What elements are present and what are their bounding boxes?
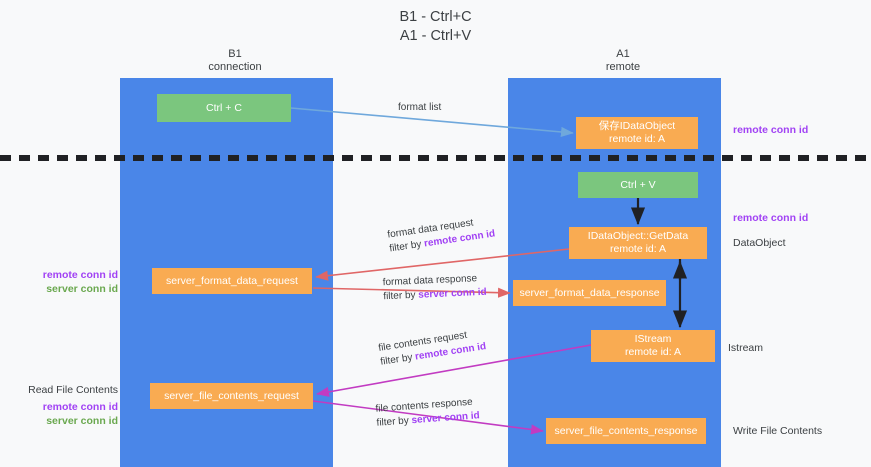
node-ctrl-v[interactable]: Ctrl + V [578, 172, 698, 198]
node-server-file-contents-response[interactable]: server_file_contents_response [546, 418, 706, 444]
node-idataobject-getdata-remote-id: remote id: A [609, 243, 667, 255]
column-header-a1-subtitle: remote [605, 61, 641, 73]
node-istream-label: IStream [634, 333, 672, 345]
annotation-right-write-file-contents: Write File Contents [733, 425, 823, 437]
annotation-read-remote-conn-id: remote conn id [42, 401, 118, 413]
arrow-format-data-response [312, 287, 511, 298]
node-server-format-data-response-label: server_format_data_response [519, 286, 660, 299]
annotation-right-istream: Istream [728, 342, 764, 354]
node-save-idataobject[interactable]: 保存IDataObject remote id: A [576, 117, 698, 149]
node-idataobject-getdata[interactable]: IDataObject::GetData remote id: A [569, 227, 707, 259]
filter-by-accent: server conn id [418, 286, 487, 301]
node-ctrl-v-label: Ctrl + V [620, 178, 656, 191]
column-header-b1: B1 connection [120, 48, 350, 74]
annotation-left-remote-conn-id: remote conn id [42, 269, 118, 281]
annotation-left-server-conn-id: server conn id [46, 283, 118, 295]
page-title: B1 - Ctrl+C A1 - Ctrl+V [0, 8, 871, 46]
filter-by-accent: server conn id [411, 410, 481, 427]
node-server-file-contents-request-label: server_file_contents_request [164, 389, 299, 402]
column-header-a1: A1 remote [508, 48, 738, 74]
annotation-read-server-conn-id: server conn id [46, 415, 118, 427]
node-ctrl-c[interactable]: Ctrl + C [157, 94, 291, 122]
annotation-left-conn-ids: remote conn id server conn id [22, 268, 118, 296]
filter-by-prefix: filter by [388, 238, 425, 255]
node-save-idataobject-remote-id: remote id: A [608, 133, 666, 145]
node-istream[interactable]: IStream remote id: A [591, 330, 715, 362]
annotation-right-remote-conn-id-mid: remote conn id [733, 212, 809, 224]
edge-label-format-list-text: format list [398, 102, 442, 113]
arrow-format-data-request [315, 248, 570, 281]
node-server-format-data-request[interactable]: server_format_data_request [152, 268, 312, 294]
filter-by-prefix: filter by [376, 415, 412, 429]
node-server-file-contents-request[interactable]: server_file_contents_request [150, 383, 313, 409]
annotation-read-file-contents-heading: Read File Contents [28, 384, 118, 396]
node-istream-remote-id: remote id: A [624, 346, 682, 358]
node-server-format-data-request-label: server_format_data_request [166, 274, 298, 287]
arrow-format-list [290, 107, 574, 138]
filter-by-prefix: filter by [383, 289, 419, 303]
title-line-2: A1 - Ctrl+V [399, 28, 472, 44]
filter-by-prefix: filter by [379, 351, 416, 368]
node-server-file-contents-response-label: server_file_contents_response [554, 424, 698, 437]
annotation-right-dataobject: DataObject [733, 237, 786, 249]
edge-label-format-list: format list [398, 101, 441, 115]
annotation-right-remote-conn-id-top: remote conn id [733, 124, 809, 136]
edge-label-format-data-response: format data response filter by server co… [382, 272, 486, 304]
node-idataobject-getdata-label: IDataObject::GetData [587, 230, 689, 242]
column-header-b1-subtitle: connection [208, 61, 262, 73]
arrow-file-contents-response [312, 400, 544, 435]
node-server-format-data-response[interactable]: server_format_data_response [513, 280, 666, 306]
annotation-read-file-contents: Read File Contents remote conn id server… [22, 383, 118, 428]
column-header-a1-name: A1 [616, 48, 630, 60]
node-save-idataobject-label: 保存IDataObject [598, 120, 676, 132]
column-header-b1-name: B1 [228, 48, 242, 60]
arrow-file-contents-request [316, 344, 592, 397]
node-ctrl-c-label: Ctrl + C [206, 101, 242, 114]
phase-divider [0, 155, 871, 161]
title-line-1: B1 - Ctrl+C [399, 9, 472, 25]
